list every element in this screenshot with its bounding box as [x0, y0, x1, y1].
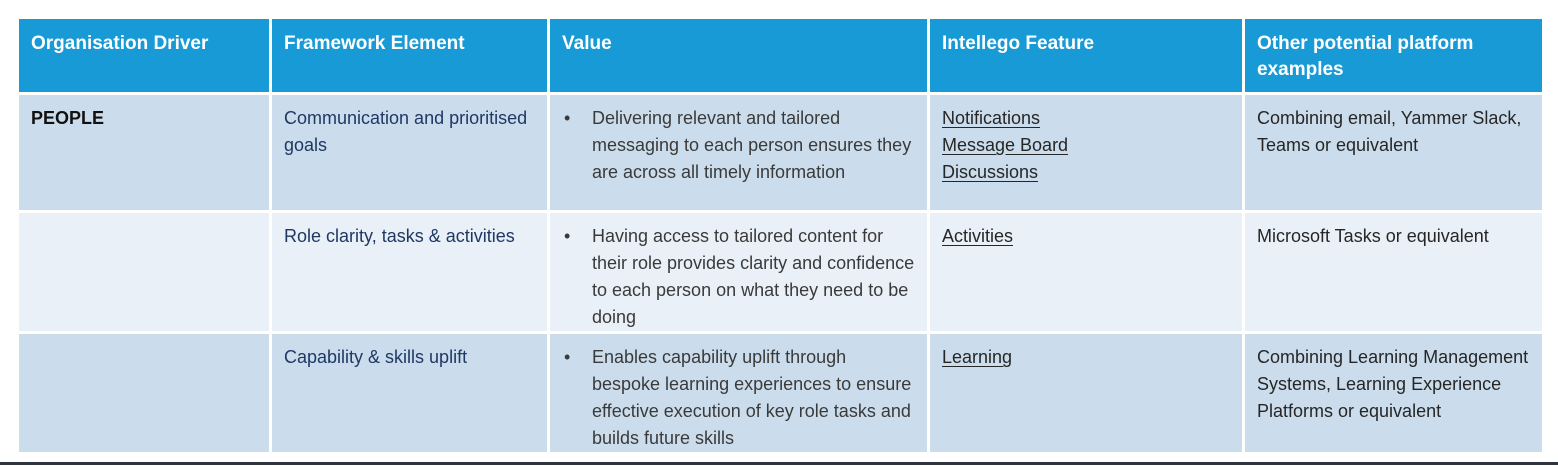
feature-cell: Activities	[930, 213, 1242, 331]
column-header-framework-element: Framework Element	[272, 19, 547, 92]
other-platforms-text: Combining email, Yammer Slack, Teams or …	[1257, 108, 1522, 155]
other-platforms-cell: Combining Learning Management Systems, L…	[1245, 334, 1542, 452]
framework-element-label: Communication and prioritised goals	[284, 108, 528, 155]
column-header-organisation-driver: Organisation Driver	[19, 19, 269, 92]
framework-element-label: Capability & skills uplift	[284, 347, 468, 367]
framework-element-cell: Role clarity, tasks & activities	[272, 213, 547, 331]
feature-link-message-board[interactable]: Message Board	[942, 135, 1069, 155]
drivers-framework-table: Organisation Driver Framework Element Va…	[19, 19, 1542, 452]
feature-link-learning[interactable]: Learning	[942, 347, 1013, 367]
feature-cell: Notifications Message Board Discussions	[930, 95, 1242, 210]
other-platforms-text: Combining Learning Management Systems, L…	[1257, 347, 1529, 421]
feature-link-discussions[interactable]: Discussions	[942, 162, 1039, 182]
other-platforms-text: Microsoft Tasks or equivalent	[1257, 226, 1489, 246]
bullet-icon	[562, 105, 592, 186]
bottom-divider	[0, 462, 1558, 465]
feature-cell: Learning	[930, 334, 1242, 452]
driver-cell: PEOPLE	[19, 95, 269, 210]
column-header-other-platforms: Other potential platform examples	[1245, 19, 1542, 92]
framework-element-cell: Capability & skills uplift	[272, 334, 547, 452]
feature-link-activities[interactable]: Activities	[942, 226, 1014, 246]
other-platforms-cell: Microsoft Tasks or equivalent	[1245, 213, 1542, 331]
framework-element-cell: Communication and prioritised goals	[272, 95, 547, 210]
value-cell: Enables capability uplift through bespok…	[550, 334, 927, 452]
driver-cell-empty	[19, 213, 269, 331]
value-cell: Having access to tailored content for th…	[550, 213, 927, 331]
driver-label: PEOPLE	[31, 108, 105, 128]
bullet-icon	[562, 344, 592, 452]
value-bullet-item: Delivering relevant and tailored messagi…	[562, 105, 917, 186]
value-text: Enables capability uplift through bespok…	[592, 347, 912, 448]
column-header-value: Value	[550, 19, 927, 92]
value-text: Having access to tailored content for th…	[592, 226, 915, 327]
value-bullet-item: Enables capability uplift through bespok…	[562, 344, 917, 452]
value-text: Delivering relevant and tailored messagi…	[592, 108, 912, 182]
feature-link-notifications[interactable]: Notifications	[942, 108, 1041, 128]
value-bullet-item: Having access to tailored content for th…	[562, 223, 917, 331]
other-platforms-cell: Combining email, Yammer Slack, Teams or …	[1245, 95, 1542, 210]
bullet-icon	[562, 223, 592, 331]
driver-cell-empty	[19, 334, 269, 452]
column-header-intellego-feature: Intellego Feature	[930, 19, 1242, 92]
framework-element-label: Role clarity, tasks & activities	[284, 226, 515, 246]
value-cell: Delivering relevant and tailored messagi…	[550, 95, 927, 210]
